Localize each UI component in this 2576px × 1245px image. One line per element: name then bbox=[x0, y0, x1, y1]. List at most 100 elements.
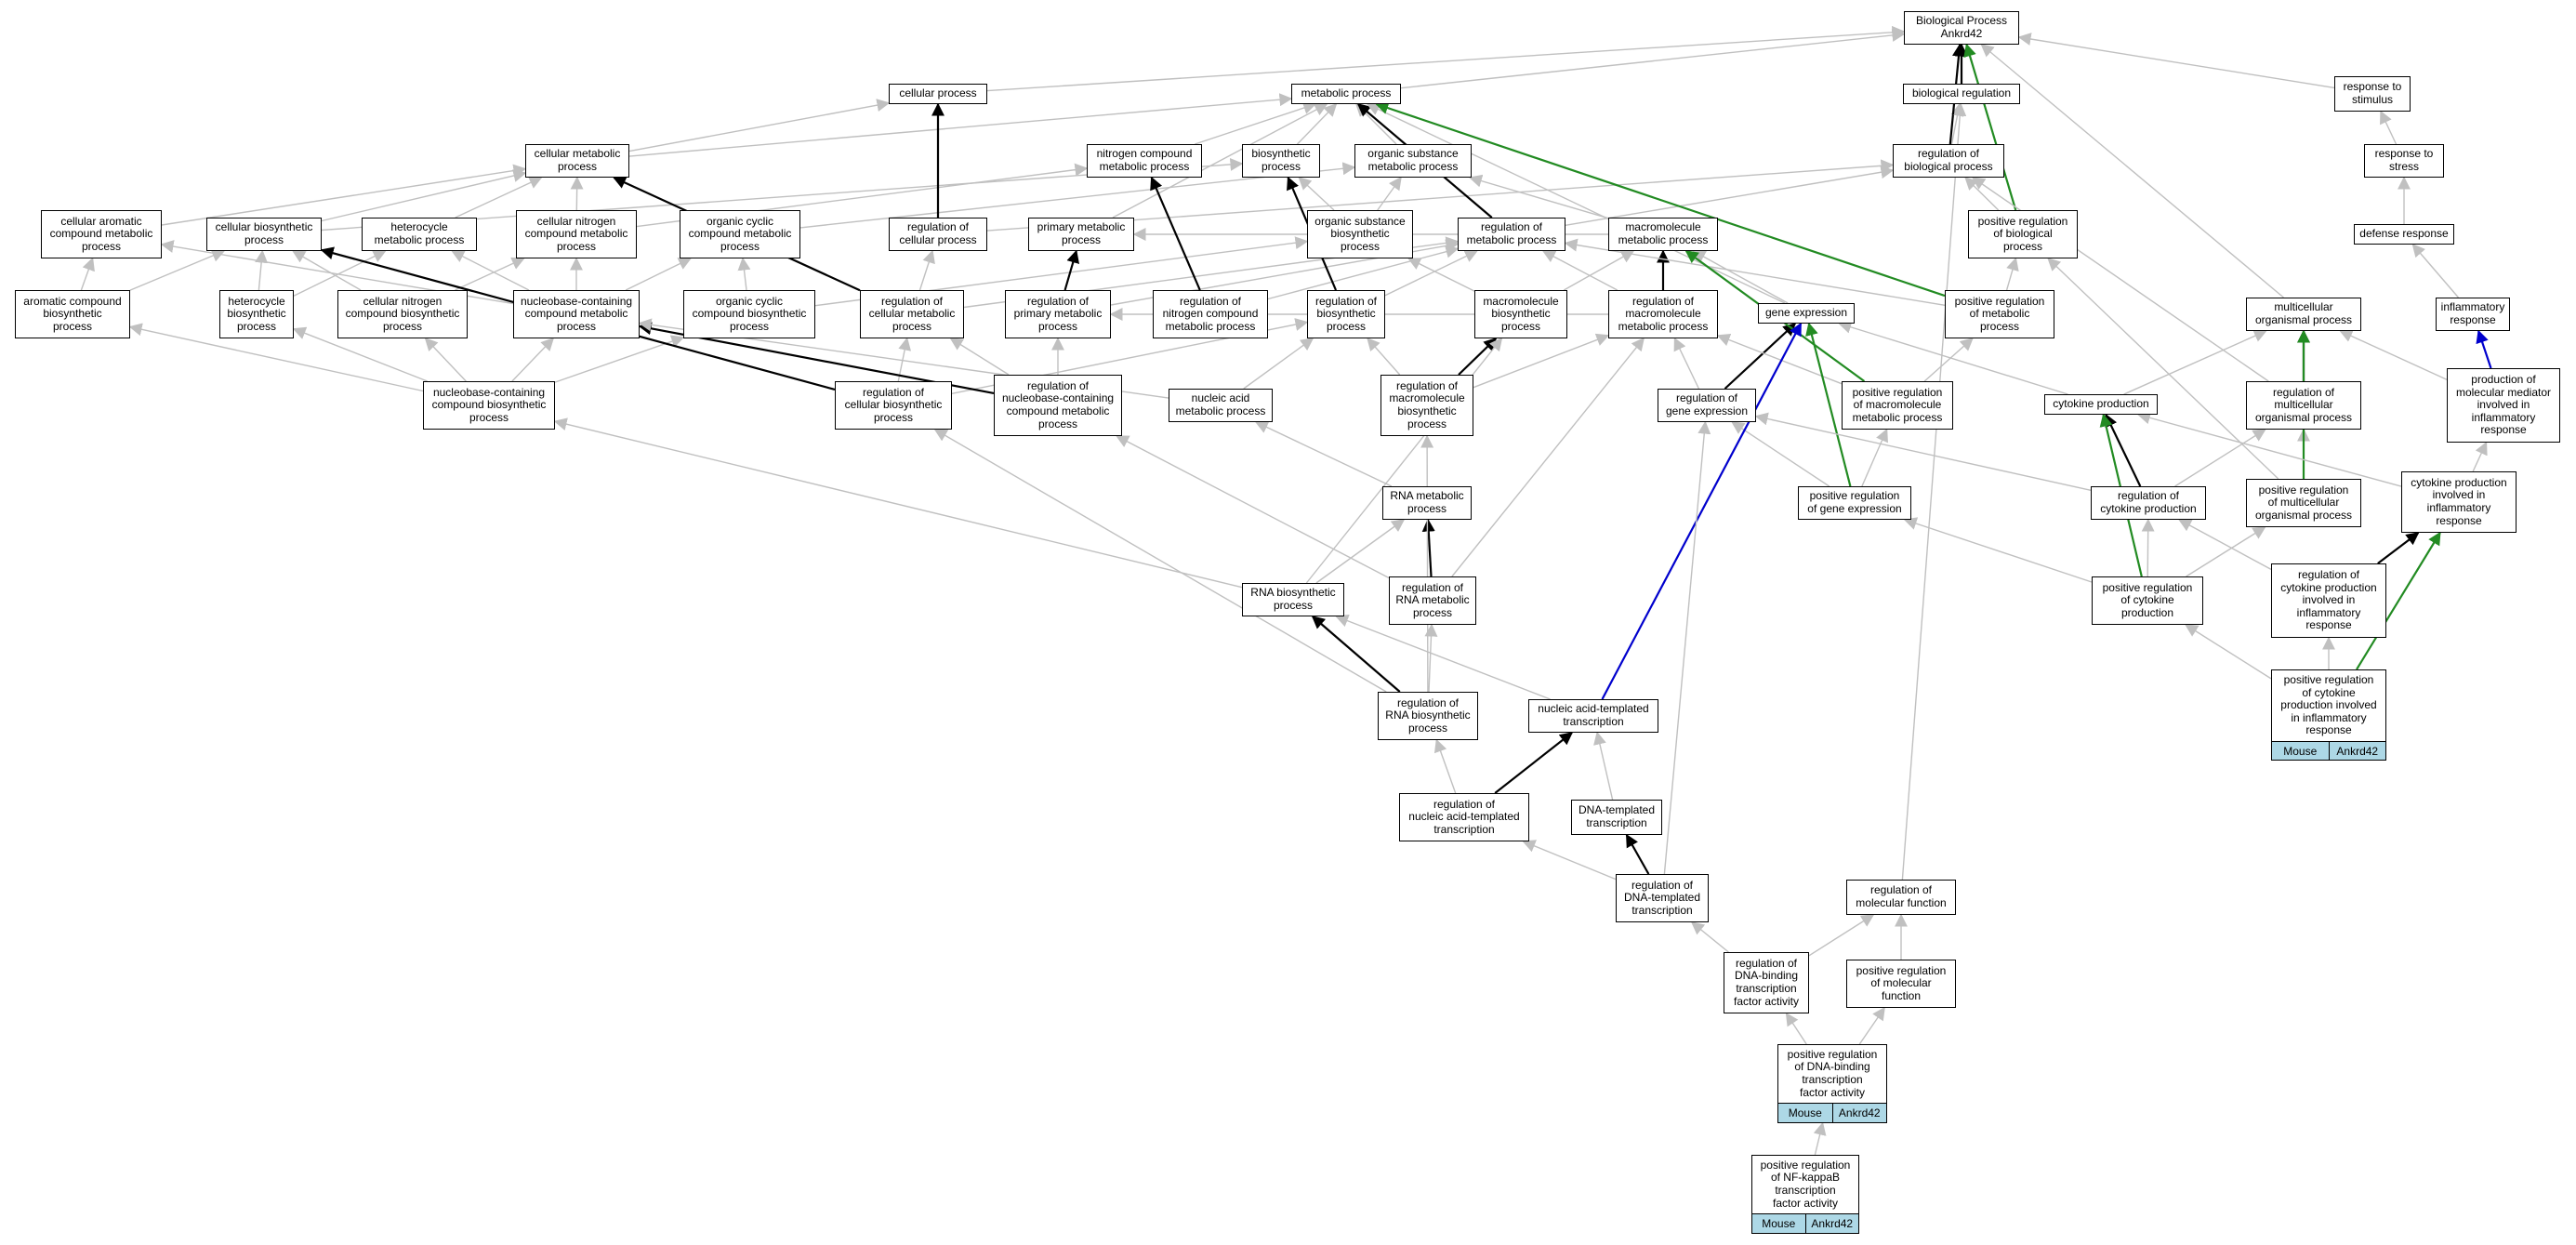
node-line: metabolic process bbox=[1618, 233, 1709, 246]
edge-ge-to-mp bbox=[1366, 103, 1786, 304]
edge-rnbcmp-to-rcmp bbox=[949, 338, 1010, 376]
edge-cpir-to-cyp bbox=[2136, 411, 2402, 487]
node-line: compound metabolic bbox=[524, 307, 628, 321]
edge-ncmp-to-mp bbox=[1195, 101, 1317, 145]
edge-acbp-to-cacmp bbox=[80, 257, 95, 291]
node-line: regulation of bbox=[1396, 695, 1460, 709]
node-line: of biological bbox=[1993, 227, 2053, 241]
edge-rdbtfa-to-rdtt bbox=[1690, 921, 1729, 953]
node-line: inflammatory bbox=[2426, 501, 2491, 514]
node-line: transcription bbox=[1631, 903, 1693, 917]
node-line: metabolic process bbox=[374, 233, 465, 246]
node-line: response to bbox=[2374, 147, 2434, 161]
node-line: response bbox=[2480, 423, 2527, 437]
node-line: biosynthetic bbox=[1316, 307, 1376, 321]
node-line: macromolecule bbox=[1625, 220, 1701, 234]
edge-rrnamp-to-rnamp bbox=[1421, 518, 1435, 577]
node-line: nucleobase-containing bbox=[1001, 391, 1115, 405]
node-line: of DNA-binding bbox=[1794, 1060, 1870, 1074]
node-line: of multicellular bbox=[2267, 496, 2340, 510]
node-line: positive regulation bbox=[1760, 1158, 1851, 1172]
node-line: biological regulation bbox=[1911, 86, 2012, 100]
edge-rdtt-to-rge bbox=[1663, 420, 1711, 875]
node-line: regulation of bbox=[1314, 294, 1378, 308]
node-line: process bbox=[1037, 417, 1078, 430]
node-line: heterocycle bbox=[228, 294, 285, 308]
edge-nbcmp-to-hmp bbox=[451, 250, 530, 291]
node-line: positive regulation bbox=[2258, 483, 2349, 497]
node-line: of gene expression bbox=[1807, 502, 1902, 515]
edge-prge-to-prmmp bbox=[1861, 428, 1888, 487]
node-line: compound metabolic bbox=[49, 227, 153, 241]
node-line: response bbox=[2305, 618, 2352, 632]
node-line: RNA metabolic bbox=[1390, 489, 1464, 503]
edge-rcyp-to-rmop bbox=[2174, 429, 2266, 487]
edge-prmmp-to-rmmp bbox=[1716, 333, 1843, 385]
node-biological-regulation: biological regulation bbox=[1903, 84, 2020, 104]
edge-cyp-to-mop bbox=[2123, 329, 2267, 395]
node-line: heterocycle bbox=[390, 220, 448, 234]
node-line: stress bbox=[2388, 160, 2419, 173]
edge-prcpir-to-prcyp bbox=[2185, 624, 2272, 680]
node-line: compound metabolic bbox=[1006, 404, 1110, 417]
edge-rbsp-to-rmp bbox=[1384, 250, 1478, 297]
edge-pmm-to-mop bbox=[2339, 329, 2448, 380]
node-line: process bbox=[2002, 239, 2043, 253]
node-line: DNA-templated bbox=[1623, 891, 1701, 905]
node-defense-response: defense response bbox=[2354, 224, 2454, 245]
node-line: regulation of bbox=[1026, 378, 1090, 392]
node-line: positive regulation bbox=[2102, 580, 2193, 594]
node-line: process bbox=[1037, 319, 1078, 333]
node-line: process bbox=[1273, 599, 1314, 612]
node-line: regulation of bbox=[1395, 378, 1459, 392]
node-line: of metabolic bbox=[1969, 307, 2030, 321]
gene-cell: Ankrd42 bbox=[1804, 1214, 1859, 1233]
edge-rdbtfa-to-rmf bbox=[1808, 914, 1875, 957]
edge-prnfkb-to-prdbtfa bbox=[1813, 1121, 1827, 1156]
node-line: positive regulation bbox=[1852, 385, 1943, 399]
node-line: process bbox=[236, 319, 277, 333]
node-line: regulation of bbox=[1735, 956, 1798, 970]
node-line: macromolecule bbox=[1483, 294, 1559, 308]
node-line: regulation of bbox=[1675, 391, 1738, 405]
node-line: biosynthetic bbox=[43, 307, 102, 321]
node-line: compound biosynthetic bbox=[692, 307, 807, 321]
node-line: process bbox=[1407, 721, 1448, 735]
node-line: organic substance bbox=[1367, 147, 1459, 161]
node-line: nucleobase-containing bbox=[432, 385, 546, 399]
node-line: regulation of bbox=[1401, 580, 1464, 594]
edge-rrnabp-to-rmbp bbox=[1420, 434, 1434, 693]
node-line: production involved bbox=[2280, 698, 2377, 712]
node-line: process bbox=[557, 160, 598, 173]
edge-rnabp-to-nbcbp bbox=[553, 417, 1243, 589]
node-cellular-process: cellular process bbox=[889, 84, 987, 104]
node-line: process bbox=[1061, 233, 1102, 246]
node-line: organic cyclic bbox=[715, 294, 784, 308]
node-line: molecular mediator bbox=[2455, 385, 2552, 399]
edge-mbp-to-osbp bbox=[1407, 258, 1475, 292]
node-line: nucleic acid bbox=[1191, 391, 1250, 405]
node-line: transcription bbox=[1563, 715, 1624, 728]
node-line: process bbox=[1340, 239, 1380, 253]
edge-cncbp-to-cbp bbox=[291, 250, 362, 291]
